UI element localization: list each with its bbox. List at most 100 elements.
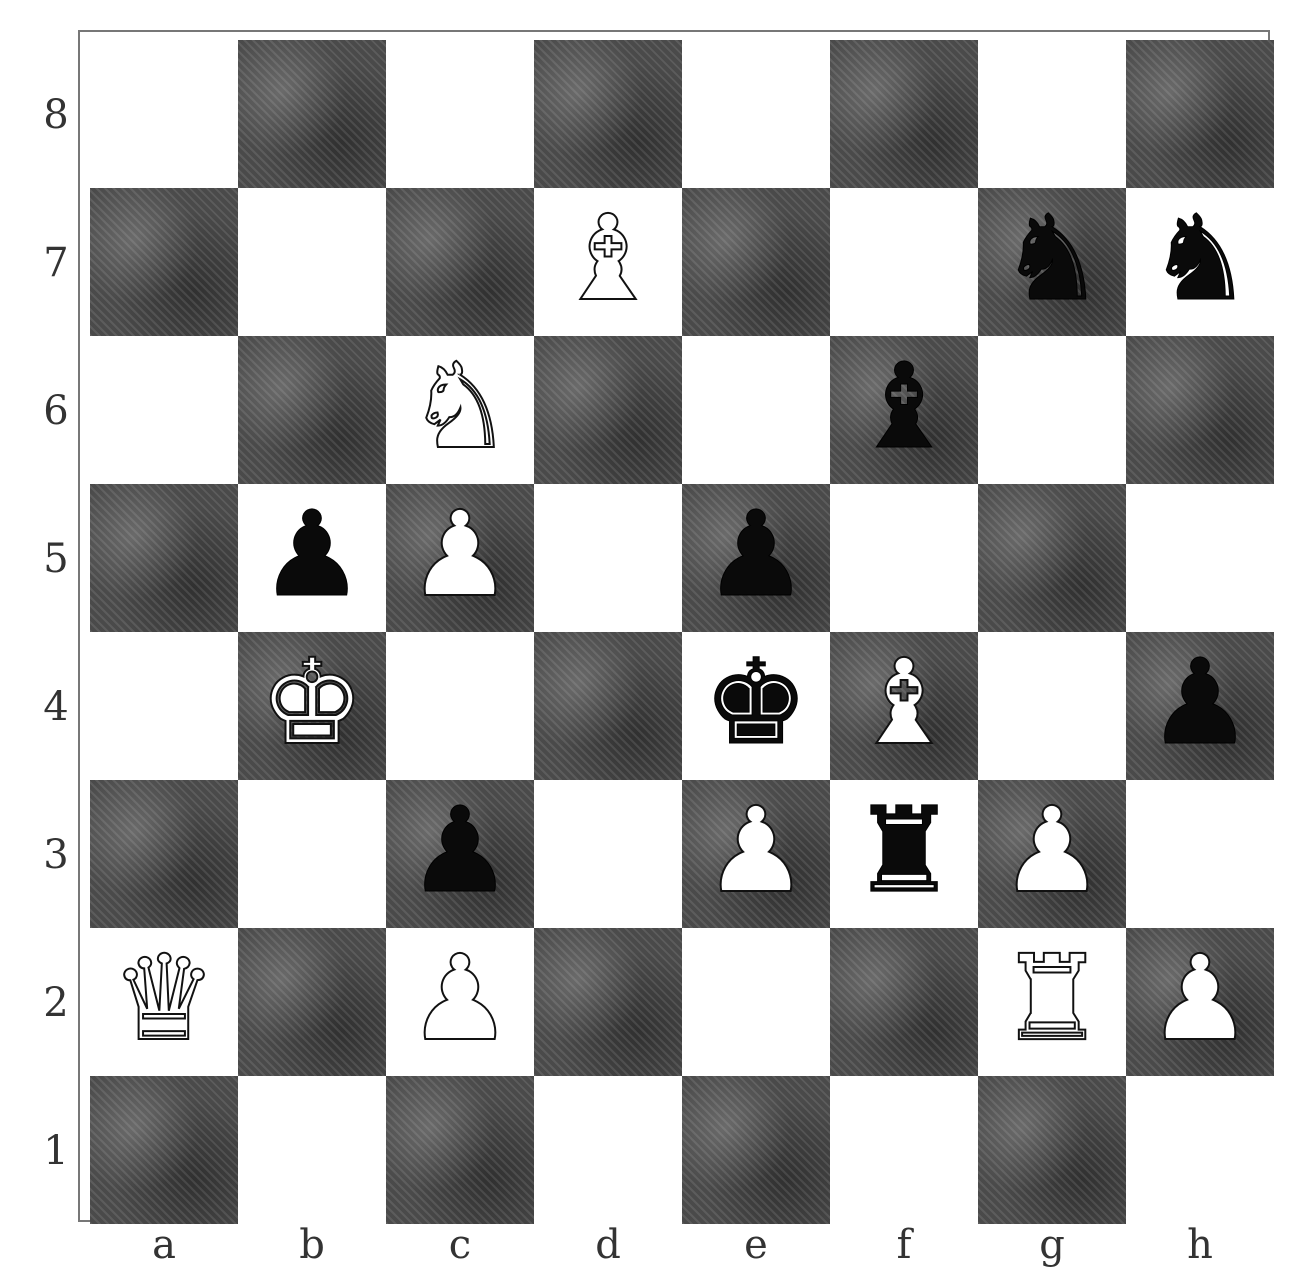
square-h5[interactable] (1126, 484, 1274, 632)
file-label-e: e (682, 1222, 830, 1268)
square-c3[interactable]: ♟ (386, 780, 534, 928)
square-d5[interactable] (534, 484, 682, 632)
white-pawn-icon[interactable]: ♟ (999, 791, 1105, 909)
square-d7[interactable]: ♝ (534, 188, 682, 336)
square-h6[interactable] (1126, 336, 1274, 484)
square-e8[interactable] (682, 40, 830, 188)
white-queen-icon[interactable]: ♛ (111, 939, 217, 1057)
square-a6[interactable] (90, 336, 238, 484)
square-h4[interactable]: ♟ (1126, 632, 1274, 780)
square-e4[interactable]: ♚ (682, 632, 830, 780)
square-e7[interactable] (682, 188, 830, 336)
rank-label-5: 5 (36, 536, 76, 582)
square-d3[interactable] (534, 780, 682, 928)
square-f7[interactable] (830, 188, 978, 336)
square-c8[interactable] (386, 40, 534, 188)
rank-label-8: 8 (36, 92, 76, 138)
square-g8[interactable] (978, 40, 1126, 188)
square-e6[interactable] (682, 336, 830, 484)
white-pawn-icon[interactable]: ♟ (1147, 939, 1253, 1057)
square-f5[interactable] (830, 484, 978, 632)
square-f8[interactable] (830, 40, 978, 188)
square-b7[interactable] (238, 188, 386, 336)
file-label-a: a (90, 1222, 238, 1268)
black-pawn-icon[interactable]: ♟ (703, 495, 809, 613)
square-b1[interactable] (238, 1076, 386, 1224)
square-d2[interactable] (534, 928, 682, 1076)
square-c2[interactable]: ♟ (386, 928, 534, 1076)
square-a4[interactable] (90, 632, 238, 780)
black-pawn-icon[interactable]: ♟ (1147, 643, 1253, 761)
rank-label-6: 6 (36, 388, 76, 434)
square-b3[interactable] (238, 780, 386, 928)
rank-label-4: 4 (36, 684, 76, 730)
square-a3[interactable] (90, 780, 238, 928)
square-b2[interactable] (238, 928, 386, 1076)
black-king-icon[interactable]: ♚ (703, 643, 809, 761)
square-g1[interactable] (978, 1076, 1126, 1224)
black-rook-icon[interactable]: ♜ (851, 791, 957, 909)
black-pawn-icon[interactable]: ♟ (407, 791, 513, 909)
file-label-d: d (534, 1222, 682, 1268)
square-b8[interactable] (238, 40, 386, 188)
file-label-g: g (978, 1222, 1126, 1268)
square-h2[interactable]: ♟ (1126, 928, 1274, 1076)
square-c4[interactable] (386, 632, 534, 780)
square-h7[interactable]: ♞ (1126, 188, 1274, 336)
black-knight-icon[interactable]: ♞ (1147, 199, 1253, 317)
file-label-b: b (238, 1222, 386, 1268)
square-d6[interactable] (534, 336, 682, 484)
white-rook-icon[interactable]: ♜ (999, 939, 1105, 1057)
square-e2[interactable] (682, 928, 830, 1076)
square-d4[interactable] (534, 632, 682, 780)
square-b5[interactable]: ♟ (238, 484, 386, 632)
black-bishop-icon[interactable]: ♝ (851, 347, 957, 465)
rank-label-3: 3 (36, 832, 76, 878)
square-g7[interactable]: ♞ (978, 188, 1126, 336)
square-g5[interactable] (978, 484, 1126, 632)
square-d1[interactable] (534, 1076, 682, 1224)
square-b6[interactable] (238, 336, 386, 484)
white-bishop-icon[interactable]: ♝ (555, 199, 661, 317)
square-e3[interactable]: ♟ (682, 780, 830, 928)
white-pawn-icon[interactable]: ♟ (703, 791, 809, 909)
square-e5[interactable]: ♟ (682, 484, 830, 632)
square-c1[interactable] (386, 1076, 534, 1224)
square-a8[interactable] (90, 40, 238, 188)
white-pawn-icon[interactable]: ♟ (407, 939, 513, 1057)
black-knight-icon[interactable]: ♞ (999, 199, 1105, 317)
square-b4[interactable]: ♚ (238, 632, 386, 780)
square-f2[interactable] (830, 928, 978, 1076)
square-a7[interactable] (90, 188, 238, 336)
white-pawn-icon[interactable]: ♟ (407, 495, 513, 613)
square-g6[interactable] (978, 336, 1126, 484)
square-e1[interactable] (682, 1076, 830, 1224)
square-f4[interactable]: ♝ (830, 632, 978, 780)
file-label-f: f (830, 1222, 978, 1268)
square-c7[interactable] (386, 188, 534, 336)
white-knight-icon[interactable]: ♞ (407, 347, 513, 465)
rank-label-1: 1 (36, 1128, 76, 1174)
black-pawn-icon[interactable]: ♟ (259, 495, 365, 613)
square-g2[interactable]: ♜ (978, 928, 1126, 1076)
white-king-icon[interactable]: ♚ (259, 643, 365, 761)
file-label-c: c (386, 1222, 534, 1268)
square-f3[interactable]: ♜ (830, 780, 978, 928)
square-f1[interactable] (830, 1076, 978, 1224)
square-h8[interactable] (1126, 40, 1274, 188)
square-g4[interactable] (978, 632, 1126, 780)
square-d8[interactable] (534, 40, 682, 188)
chessboard: ♝ ♞ ♞ ♞ ♝ ♟ ♟ ♟ ♚ ♚ ♝ ♟ ♟ ♟ ♜ ♟ ♛ ♟ ♜ ♟ (90, 40, 1274, 1224)
square-a2[interactable]: ♛ (90, 928, 238, 1076)
square-c5[interactable]: ♟ (386, 484, 534, 632)
square-c6[interactable]: ♞ (386, 336, 534, 484)
square-a5[interactable] (90, 484, 238, 632)
file-label-h: h (1126, 1222, 1274, 1268)
square-h1[interactable] (1126, 1076, 1274, 1224)
white-bishop-icon[interactable]: ♝ (851, 643, 957, 761)
rank-label-2: 2 (36, 980, 76, 1026)
square-f6[interactable]: ♝ (830, 336, 978, 484)
square-h3[interactable] (1126, 780, 1274, 928)
square-g3[interactable]: ♟ (978, 780, 1126, 928)
square-a1[interactable] (90, 1076, 238, 1224)
